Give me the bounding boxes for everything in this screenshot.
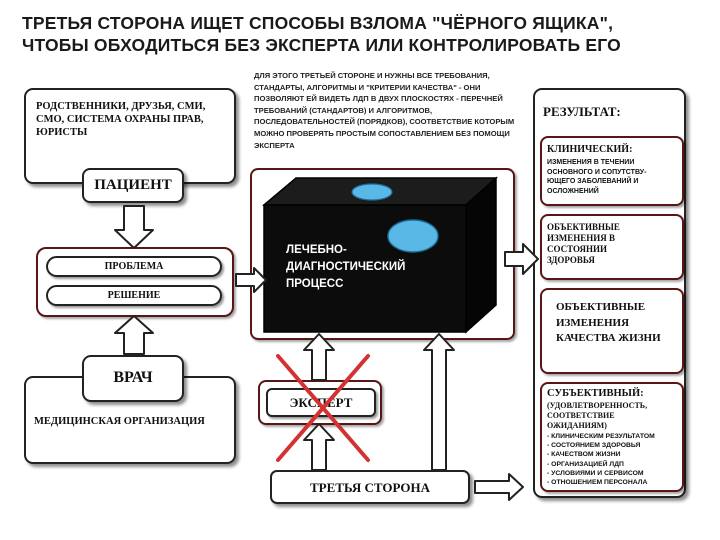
title-line-1: ТРЕТЬЯ СТОРОНА ИЩЕТ СПОСОБЫ ВЗЛОМА "ЧЁРН… (22, 13, 614, 33)
subjective-item: - СОСТОЯНИЕМ ЗДОРОВЬЯ (547, 442, 641, 450)
arrow-third-party-to-process (423, 333, 455, 471)
relatives-text: РОДСТВЕННИКИ, ДРУЗЬЯ, СМИ, СМО, СИСТЕМА … (36, 101, 206, 138)
problem-label: ПРОБЛЕМА (104, 261, 164, 272)
relatives-box: РОДСТВЕННИКИ, ДРУЗЬЯ, СМИ, СМО, СИСТЕМА … (24, 88, 236, 184)
arrow-doctor-to-solution (114, 315, 154, 355)
subjective-item: - ОТНОШЕНИЕМ ПЕРСОНАЛА (547, 479, 648, 487)
clinical-title: КЛИНИЧЕСКИЙ: (547, 144, 633, 155)
arrow-expert-to-process (303, 333, 335, 381)
black-box-label-line-2: ДИАГНОСТИЧЕСКИЙ (286, 260, 405, 273)
third-party-box: ТРЕТЬЯ СТОРОНА (270, 470, 470, 504)
objective-quality-box: ОБЪЕКТИВНЫЕ ИЗМЕНЕНИЯ КАЧЕСТВА ЖИЗНИ (540, 288, 684, 374)
arrow-third-party-to-result (474, 473, 524, 501)
expert-label: ЭКСПЕРТ (289, 395, 353, 410)
subjective-box: СУБЪЕКТИВНЫЙ: (УДОВЛЕТВОРЕННОСТЬ, СООТВЕ… (540, 382, 684, 492)
clinical-box: КЛИНИЧЕСКИЙ: ИЗМЕНЕНИЯ В ТЕЧЕНИИ ОСНОВНО… (540, 136, 684, 206)
objective-health-text: ОБЪЕКТИВНЫЕ ИЗМЕНЕНИЯ В СОСТОЯНИИ ЗДОРОВ… (547, 222, 620, 265)
solution-box: РЕШЕНИЕ (46, 285, 222, 306)
lens-top-icon (351, 183, 393, 201)
black-box-label-line-3: ПРОЦЕСС (286, 278, 343, 290)
subjective-item: - КЛИНИЧЕСКИМ РЕЗУЛЬТАТОМ (547, 433, 655, 440)
clinical-text: ИЗМЕНЕНИЯ В ТЕЧЕНИИ ОСНОВНОГО И СОПУТСТВ… (547, 159, 647, 195)
med-org-label: МЕДИЦИНСКАЯ ОРГАНИЗАЦИЯ (34, 416, 205, 427)
result-heading: РЕЗУЛЬТАТ: (543, 104, 621, 119)
black-box-side (465, 176, 497, 334)
problem-box: ПРОБЛЕМА (46, 256, 222, 277)
title-line-2: ЧТОБЫ ОБХОДИТЬСЯ БЕЗ ЭКСПЕРТА ИЛИ КОНТРО… (22, 35, 621, 55)
subjective-list: - КЛИНИЧЕСКИМ РЕЗУЛЬТАТОМ - СОСТОЯНИЕМ З… (547, 432, 683, 487)
subjective-title: СУБЪЕКТИВНЫЙ: (547, 388, 644, 399)
arrow-third-party-to-expert (303, 423, 335, 471)
solution-label: РЕШЕНИЕ (107, 290, 161, 301)
note-text: ДЛЯ ЭТОГО ТРЕТЬЕЙ СТОРОНЕ И НУЖНЫ ВСЕ ТР… (254, 71, 515, 150)
doctor-label: ВРАЧ (113, 369, 153, 386)
lens-front-icon (387, 219, 439, 253)
arrow-patient-to-problem (114, 205, 154, 249)
doctor-box: ВРАЧ (82, 355, 184, 402)
diagram-title: ТРЕТЬЯ СТОРОНА ИЩЕТ СПОСОБЫ ВЗЛОМА "ЧЁРН… (22, 12, 712, 56)
arrow-to-result (504, 243, 539, 275)
subjective-item: - КАЧЕСТВОМ ЖИЗНИ (547, 451, 621, 459)
objective-health-box: ОБЪЕКТИВНЫЕ ИЗМЕНЕНИЯ В СОСТОЯНИИ ЗДОРОВ… (540, 214, 684, 280)
arrow-to-process (235, 267, 267, 293)
third-party-label: ТРЕТЬЯ СТОРОНА (310, 480, 430, 495)
subjective-item: - УСЛОВИЯМИ И СЕРВИСОМ (547, 469, 644, 477)
objective-quality-text: ОБЪЕКТИВНЫЕ ИЗМЕНЕНИЯ КАЧЕСТВА ЖИЗНИ (556, 301, 661, 344)
patient-label: ПАЦИЕНТ (94, 177, 172, 193)
subjective-subtitle: (УДОВЛЕТВОРЕННОСТЬ, СООТВЕТСТВИЕ ОЖИДАНИ… (547, 401, 648, 430)
cross-line-2 (276, 354, 370, 462)
black-box-label-line-1: ЛЕЧЕБНО- (286, 244, 347, 256)
patient-box: ПАЦИЕНТ (82, 168, 184, 203)
subjective-item: - ОРГАНИЗАЦИЕЙ ЛДП (547, 460, 624, 468)
